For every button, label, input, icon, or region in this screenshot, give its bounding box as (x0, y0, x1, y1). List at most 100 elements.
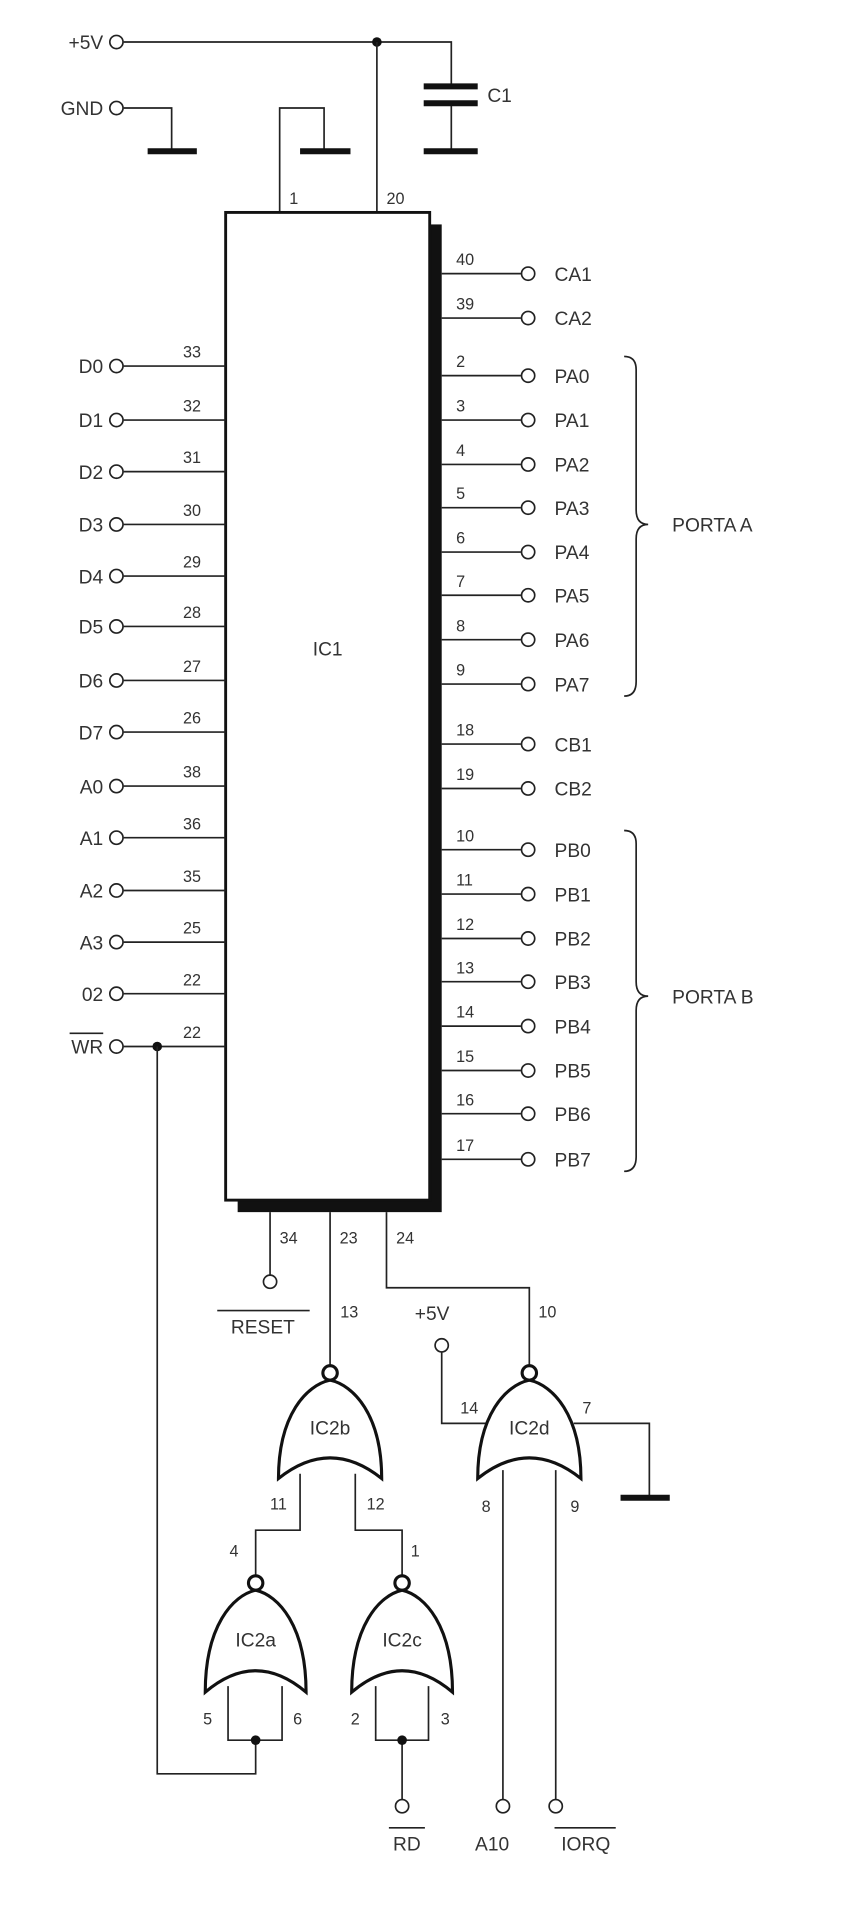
signal-label: CB1 (555, 735, 592, 756)
reset-terminal[interactable] (262, 1274, 278, 1290)
pin-terminal[interactable] (520, 736, 536, 752)
wire-12-1 (354, 1473, 403, 1575)
a10-terminal[interactable] (495, 1798, 511, 1814)
pin1-label: 1 (289, 190, 298, 208)
pin24-label: 24 (396, 1229, 414, 1247)
pin-terminal[interactable] (108, 464, 124, 480)
pin-terminal[interactable] (520, 1063, 536, 1078)
cap-label: C1 (487, 86, 512, 107)
pin-terminal[interactable] (108, 986, 124, 1002)
pin-terminal[interactable] (520, 544, 536, 560)
signal-label: D5 (79, 618, 104, 639)
pin-number: 4 (456, 442, 465, 460)
pin-terminal[interactable] (108, 830, 124, 846)
pin20-label: 20 (386, 190, 404, 208)
input-pin-number: 8 (482, 1498, 491, 1516)
gnd-terminal[interactable] (108, 100, 124, 116)
pin-number: 2 (456, 353, 465, 371)
pin-terminal[interactable] (108, 934, 124, 950)
pin-terminal[interactable] (108, 358, 124, 374)
pin-terminal[interactable] (520, 886, 536, 902)
gate-label: IC2c (382, 1630, 422, 1651)
pin-terminal[interactable] (520, 632, 536, 648)
pin-terminal[interactable] (108, 778, 124, 794)
pin-terminal[interactable] (520, 310, 536, 326)
pin-terminal[interactable] (108, 412, 124, 428)
pin-terminal[interactable] (108, 1039, 124, 1054)
pin34-label: 34 (280, 1229, 298, 1247)
pin-terminal[interactable] (520, 1106, 536, 1122)
ic2d-input-wires (502, 1470, 557, 1799)
pin-terminal[interactable] (108, 619, 124, 634)
signal-label: PB1 (555, 885, 591, 906)
pin-terminal[interactable] (108, 517, 124, 532)
signal-label: PA5 (555, 586, 590, 607)
signal-label: PA3 (555, 499, 590, 520)
input-pin-number: 2 (351, 1711, 360, 1729)
pin-terminal[interactable] (520, 842, 536, 858)
input-pin-number: 12 (367, 1496, 385, 1514)
signal-label: A3 (80, 933, 103, 954)
bottom-pins: 34 RESET 23 24 (217, 1212, 531, 1365)
pin-terminal[interactable] (520, 1018, 536, 1034)
pin23-label: 23 (340, 1229, 358, 1247)
pin-terminal[interactable] (108, 673, 124, 688)
pin-number: 17 (456, 1137, 474, 1155)
vcc-wire (123, 41, 453, 151)
signal-label: D3 (79, 516, 104, 537)
power-section: +5V 20 C1 GND 1 (61, 33, 512, 213)
pin-terminal[interactable] (520, 266, 536, 282)
signal-label: D7 (79, 723, 104, 744)
ic2d-vcc-terminal[interactable] (434, 1337, 450, 1353)
pin-terminal[interactable] (520, 500, 536, 516)
pin-terminal[interactable] (520, 931, 536, 946)
pin-terminal[interactable] (520, 974, 536, 990)
iorq-terminal[interactable] (548, 1798, 564, 1814)
pin-terminal[interactable] (520, 412, 536, 428)
input-pin-number: 9 (570, 1498, 579, 1516)
pin-terminal[interactable] (520, 368, 536, 384)
signal-label: D6 (79, 672, 104, 693)
signal-label: PB7 (555, 1151, 591, 1172)
pin-number: 31 (183, 449, 201, 467)
gate-body (476, 1378, 583, 1482)
pin-number: 30 (183, 502, 201, 520)
input-pin-number: 3 (441, 1711, 450, 1729)
gnd-label: GND (61, 99, 104, 120)
rd-terminal[interactable] (394, 1798, 410, 1814)
inversion-bubble (393, 1574, 411, 1592)
pin-terminal[interactable] (108, 724, 124, 740)
signal-label: PB5 (555, 1062, 591, 1083)
pin-terminal[interactable] (108, 568, 124, 584)
pin-number: 8 (456, 617, 465, 635)
pin-terminal[interactable] (520, 457, 536, 472)
vcc-terminal[interactable] (108, 34, 124, 50)
signal-label: D1 (79, 411, 104, 432)
signal-label: CA1 (555, 265, 592, 286)
capacitor-c1 (423, 83, 478, 155)
pin-terminal[interactable] (520, 1151, 536, 1167)
pin-number: 19 (456, 766, 474, 784)
pin-terminal[interactable] (108, 883, 124, 898)
signal-label: PB6 (555, 1105, 591, 1126)
gate-body (350, 1588, 455, 1696)
pin-number: 27 (183, 658, 201, 676)
pin-number: 18 (456, 722, 474, 740)
pin-number: 10 (456, 827, 474, 845)
output-pin-number: 10 (538, 1304, 556, 1322)
junction-dot (250, 1735, 261, 1745)
pin-terminal[interactable] (520, 676, 536, 692)
pin-terminal[interactable] (520, 587, 536, 603)
pin-terminal[interactable] (520, 781, 536, 796)
signal-label: PB3 (555, 973, 591, 994)
ic2d-gnd-wire (573, 1422, 651, 1496)
pin-number: 14 (456, 1004, 474, 1022)
